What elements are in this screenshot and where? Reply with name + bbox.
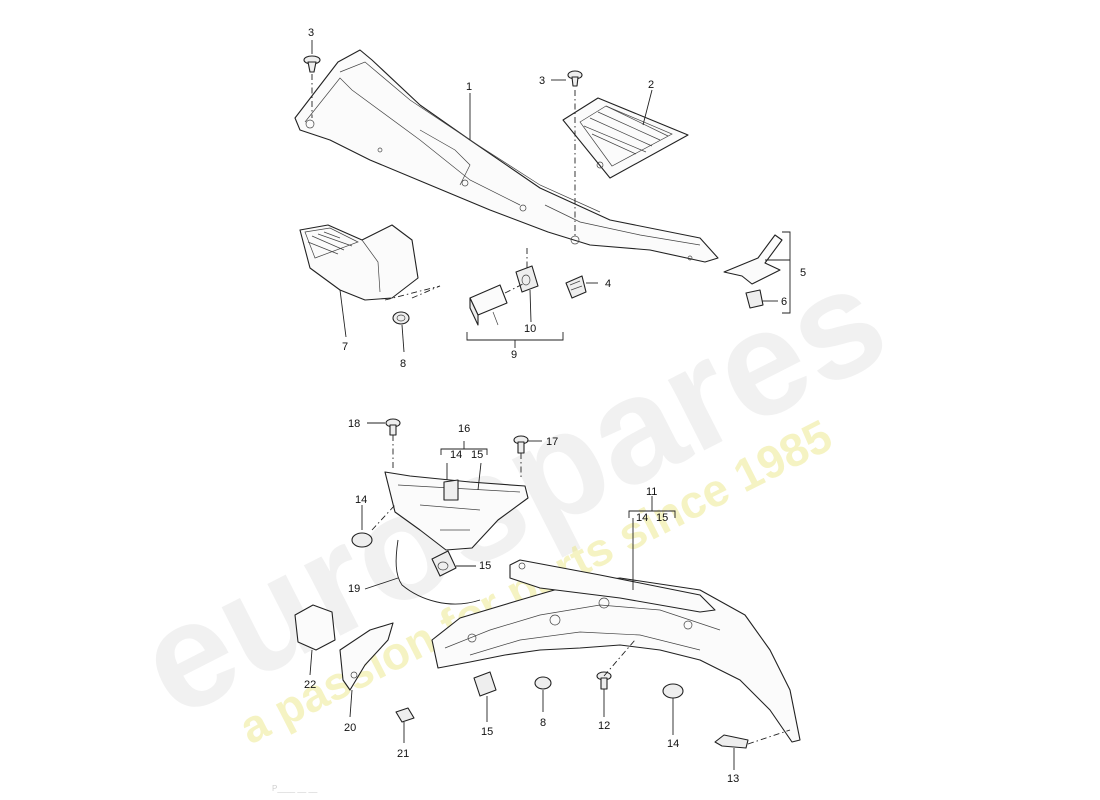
callout-1: 1 — [466, 81, 472, 93]
part-5-bracket — [723, 234, 783, 285]
part-18-bolt — [385, 418, 401, 436]
callouts: 1 2 3 3 4 5 6 7 8 9 10 11 14 15 12 13 14… — [304, 27, 806, 785]
callout-19: 19 — [348, 583, 360, 595]
part-6-clip — [745, 289, 764, 309]
part-14-plug-upper — [351, 532, 373, 548]
callout-11: 11 — [646, 486, 657, 498]
callout-14-lower: 14 — [667, 738, 679, 750]
part-14-plug-lower — [662, 683, 684, 699]
part-8-grommet-lower — [534, 676, 552, 690]
callout-18: 18 — [348, 418, 360, 430]
callout-16-sub-14: 14 — [450, 449, 462, 461]
callout-16-sub-15: 15 — [471, 449, 483, 461]
callout-14-upper: 14 — [355, 494, 367, 506]
callout-17: 17 — [546, 436, 558, 448]
part-17-bolt — [513, 435, 529, 454]
part-15-grommet-upper — [431, 550, 457, 577]
part-2-filter-panel — [562, 97, 689, 179]
callout-3-right: 3 — [539, 75, 545, 87]
callout-5: 5 — [800, 267, 806, 279]
callout-15-lower: 15 — [481, 726, 493, 738]
callout-16: 16 — [458, 423, 470, 435]
callout-20: 20 — [344, 722, 356, 734]
callout-21: 21 — [397, 748, 409, 760]
footer-note: P____ __ __ — [272, 784, 318, 793]
callout-15-upper: 15 — [479, 560, 491, 572]
callout-12: 12 — [598, 720, 610, 732]
part-3-clip-right — [567, 70, 583, 87]
part-19-hose — [395, 539, 481, 605]
part-4-clip — [565, 275, 587, 299]
callout-8-upper: 8 — [400, 358, 406, 370]
part-1-cowl-panel — [294, 49, 719, 263]
part-8-grommet-upper — [392, 311, 410, 325]
callout-4: 4 — [605, 278, 611, 290]
callout-11-sub-15: 15 — [656, 512, 668, 524]
part-7-cover — [299, 224, 419, 301]
part-13-bolt — [714, 734, 749, 749]
part-11-lower-panel — [431, 559, 801, 743]
callout-11-sub-14: 14 — [636, 512, 648, 524]
callout-13: 13 — [727, 773, 739, 785]
part-15-grommet-lower — [473, 671, 497, 697]
callout-7: 7 — [342, 341, 348, 353]
part-20-bracket — [339, 622, 394, 691]
part-22-cap — [294, 604, 336, 651]
part-21-screw — [395, 707, 415, 723]
callout-2: 2 — [648, 79, 654, 91]
callout-10: 10 — [524, 323, 536, 335]
part-3-clip-left — [303, 55, 321, 73]
callout-8-lower: 8 — [540, 717, 546, 729]
part-10-holder — [515, 265, 539, 293]
callout-6: 6 — [781, 296, 787, 308]
leader-lines — [309, 40, 791, 770]
callout-22: 22 — [304, 679, 316, 691]
part-16-bracket — [384, 471, 529, 551]
callout-9: 9 — [511, 349, 517, 361]
part-9-actuator — [469, 284, 508, 326]
part-12-bolt — [596, 671, 612, 690]
callout-3-left: 3 — [308, 27, 314, 39]
